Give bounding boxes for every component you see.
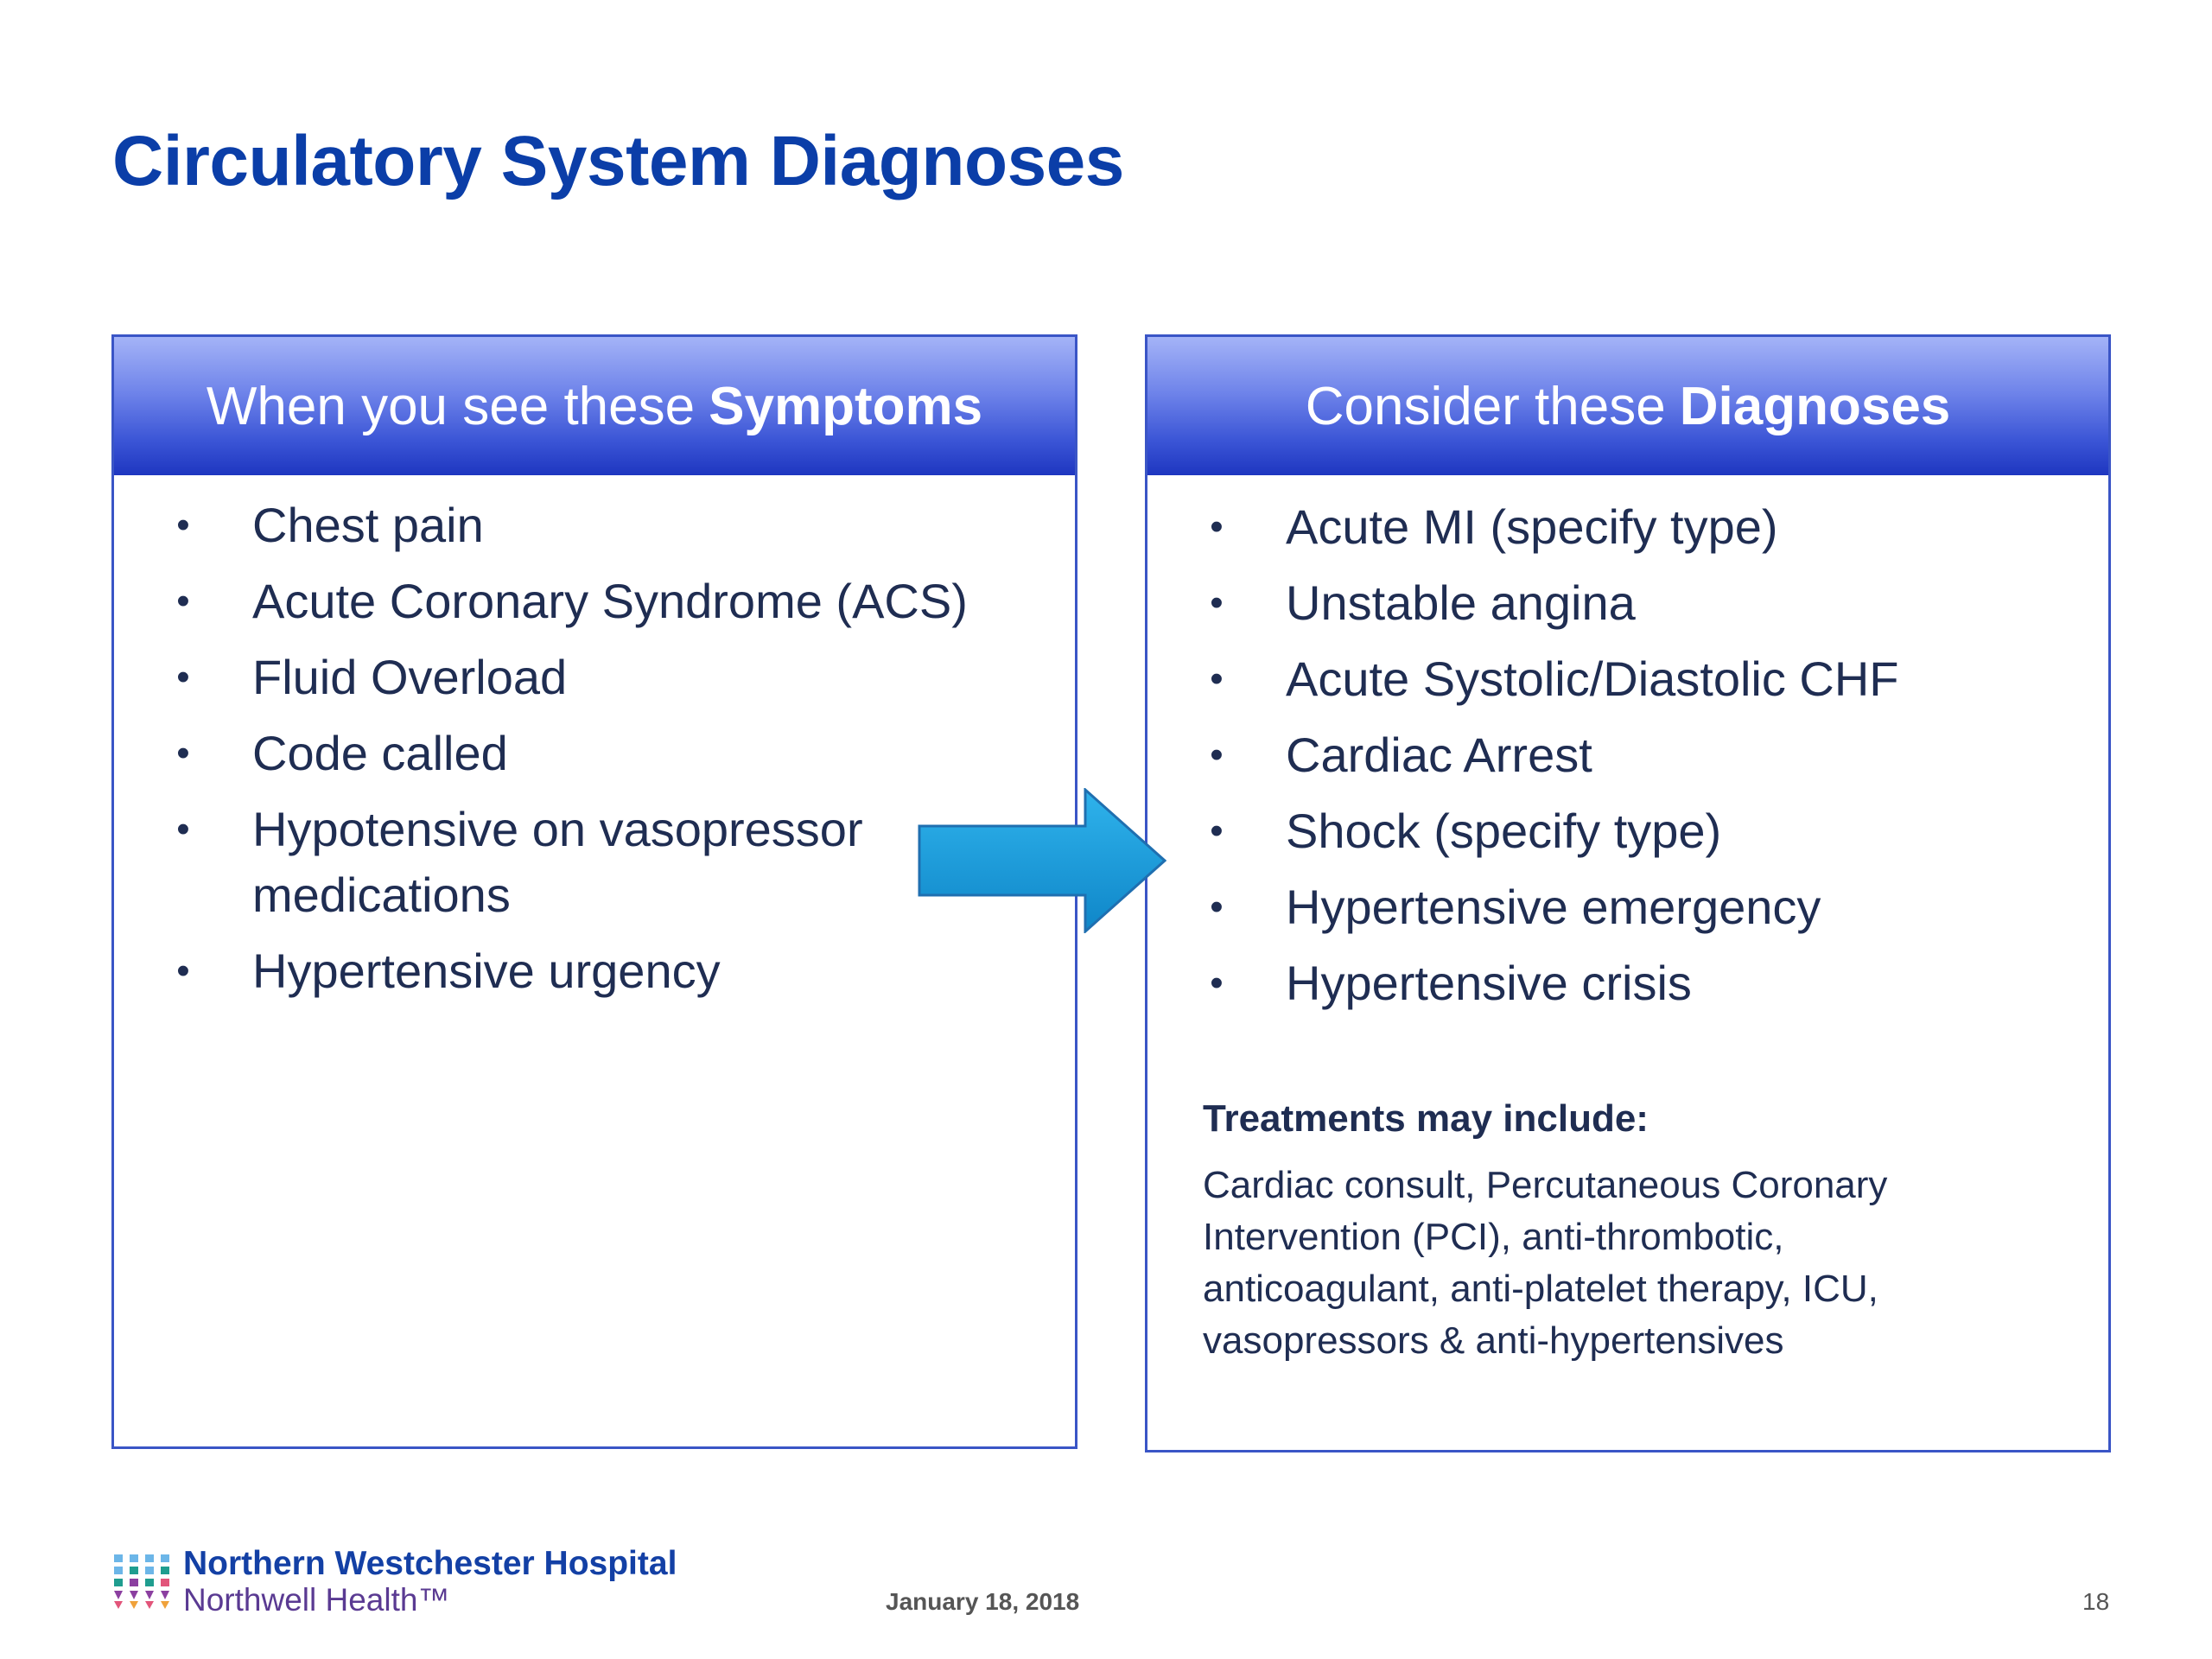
slide-title: Circulatory System Diagnoses — [112, 122, 1124, 200]
list-item-text: Chest pain — [252, 498, 484, 552]
treatments-section: Treatments may include: Cardiac consult,… — [1203, 1097, 2074, 1367]
list-item-text: Hypertensive emergency — [1286, 880, 1821, 934]
logo-mark-icon — [114, 1554, 169, 1609]
diagnoses-panel: Consider these Diagnoses • Acute MI (spec… — [1145, 334, 2111, 1452]
list-item: • Acute MI (specify type) — [1199, 494, 2082, 560]
list-item: • Hypertensive emergency — [1199, 874, 2082, 940]
list-item: • Hypertensive crisis — [1199, 950, 2082, 1016]
list-item: • Cardiac Arrest — [1199, 722, 2082, 788]
bullet-icon: • — [1210, 734, 1224, 776]
list-item: • Acute Coronary Syndrome (ACS) — [166, 569, 1049, 634]
page-number: 18 — [2082, 1588, 2110, 1615]
list-item: • Unstable angina — [1199, 570, 2082, 636]
slide-date: January 18, 2018 — [886, 1588, 1080, 1615]
list-item-text: Acute Systolic/Diastolic CHF — [1286, 652, 1899, 706]
list-item: • Chest pain — [166, 493, 1049, 558]
bullet-icon: • — [176, 808, 190, 850]
list-item-text: Hypertensive urgency — [252, 944, 721, 998]
right-arrow-icon — [918, 788, 1166, 933]
bullet-icon: • — [1210, 886, 1224, 928]
logo-hospital-name: Northern Westchester Hospital — [183, 1545, 677, 1582]
logo-system-name: Northwell Health™ — [183, 1582, 450, 1618]
hospital-logo: Northern Westchester Hospital Northwell … — [112, 1547, 677, 1616]
treatments-heading: Treatments may include: — [1203, 1097, 1649, 1140]
diagnoses-header-prefix: Consider these — [1305, 376, 1666, 436]
bullet-icon: • — [176, 656, 190, 698]
list-item-text: Hypotensive on vasopressor medications — [252, 802, 863, 922]
bullet-icon: • — [176, 732, 190, 774]
list-item: • Hypotensive on vasopressor medications — [166, 797, 926, 928]
list-item: • Acute Systolic/Diastolic CHF — [1199, 646, 2082, 712]
list-item-text: Acute Coronary Syndrome (ACS) — [252, 574, 968, 628]
symptoms-header-prefix: When you see these — [206, 376, 696, 436]
bullet-icon: • — [1210, 962, 1224, 1004]
list-item-text: Unstable angina — [1286, 575, 1636, 630]
bullet-icon: • — [1210, 505, 1224, 548]
list-item-text: Fluid Overload — [252, 650, 568, 704]
symptoms-panel-header: When you see these Symptoms — [114, 337, 1075, 475]
diagnoses-panel-header: Consider these Diagnoses — [1147, 337, 2108, 475]
list-item: • Hypertensive urgency — [166, 938, 1049, 1004]
treatments-text: Cardiac consult, Percutaneous Coronary I… — [1203, 1164, 1888, 1362]
symptoms-header-emphasis: Symptoms — [709, 376, 983, 436]
list-item: • Shock (specify type) — [1199, 798, 2082, 864]
bullet-icon: • — [176, 950, 190, 992]
bullet-icon: • — [176, 504, 190, 546]
list-item-text: Code called — [252, 726, 508, 780]
bullet-icon: • — [1210, 810, 1224, 852]
list-item: • Fluid Overload — [166, 645, 1049, 710]
bullet-icon: • — [1210, 658, 1224, 700]
list-item-text: Hypertensive crisis — [1286, 956, 1692, 1010]
bullet-icon: • — [1210, 582, 1224, 624]
symptoms-list: • Chest pain • Acute Coronary Syndrome (AC… — [166, 493, 1049, 1014]
diagnoses-list: • Acute MI (specify type) • Unstable angin… — [1199, 494, 2082, 1027]
bullet-icon: • — [176, 580, 190, 622]
list-item-text: Acute MI (specify type) — [1286, 499, 1778, 554]
list-item: • Code called — [166, 721, 1049, 786]
list-item-text: Cardiac Arrest — [1286, 728, 1592, 782]
list-item-text: Shock (specify type) — [1286, 804, 1722, 858]
symptoms-panel: When you see these Symptoms • Chest pain … — [111, 334, 1077, 1449]
diagnoses-header-emphasis: Diagnoses — [1679, 376, 1951, 436]
